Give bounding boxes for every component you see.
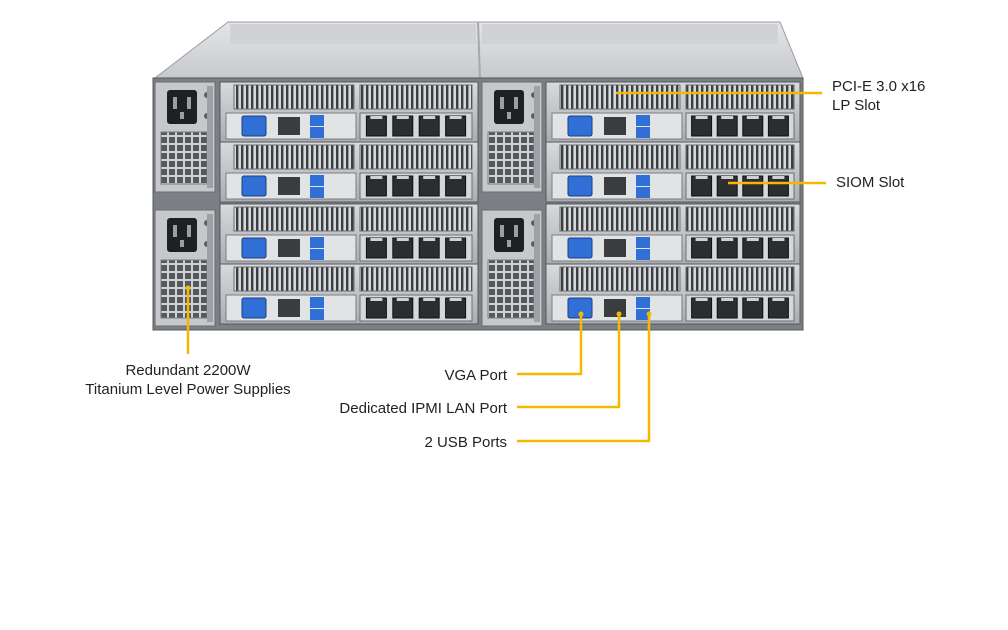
pcie-slot-label-line1: PCI-E 3.0 x16 — [832, 78, 926, 95]
usb-port-icon — [636, 175, 650, 186]
slot-grille — [359, 84, 473, 110]
server-node — [219, 141, 479, 203]
usb-port-icon — [636, 187, 650, 198]
power-supply-unit — [481, 81, 543, 193]
slot-grille — [359, 144, 473, 170]
vga-port-label: VGA Port — [444, 367, 507, 384]
ipmi-lan-port-label: Dedicated IPMI LAN Port — [339, 400, 507, 417]
pcie-lp-slot-grille — [233, 206, 355, 232]
usb-port-icon — [636, 237, 650, 248]
pcie-slot-label-line2: LP Slot — [832, 97, 881, 114]
power-supply-unit — [154, 209, 216, 327]
power-supply-label: Redundant 2200W Titanium Level Power Sup… — [70, 361, 306, 399]
slot-grille — [359, 266, 473, 292]
psu-fan-grille — [160, 131, 208, 185]
usb-port-icon — [636, 115, 650, 126]
slot-grille — [359, 206, 473, 232]
slot-grille — [685, 206, 795, 232]
usb-port-icon — [310, 249, 324, 260]
server-node — [545, 203, 801, 265]
ipmi-lan-port-icon — [278, 299, 300, 317]
ipmi-lan-port-icon — [278, 177, 300, 195]
vga-port-icon — [567, 297, 593, 319]
usb-port-icon — [636, 297, 650, 308]
vga-port-icon — [241, 237, 267, 259]
ipmi-lan-port-icon — [604, 117, 626, 135]
pcie-lp-slot-grille — [233, 266, 355, 292]
ipmi-lan-port-icon — [278, 117, 300, 135]
vga-port-icon — [567, 175, 593, 197]
usb-port-icon — [310, 297, 324, 308]
vga-port-icon — [567, 115, 593, 137]
vga-port-icon — [567, 237, 593, 259]
ipmi-lan-port-icon — [604, 239, 626, 257]
ipmi-lan-port-icon — [604, 299, 626, 317]
ipmi-lan-port-icon — [604, 177, 626, 195]
vga-port-icon — [241, 175, 267, 197]
pcie-lp-slot-grille — [233, 144, 355, 170]
power-supply-label-line2: Titanium Level Power Supplies — [85, 381, 291, 398]
pcie-lp-slot-grille — [559, 266, 681, 292]
usb-port-icon — [636, 249, 650, 260]
pcie-lp-slot-grille — [233, 84, 355, 110]
usb-port-icon — [636, 127, 650, 138]
slot-grille — [685, 84, 795, 110]
usb-port-icon — [310, 187, 324, 198]
pcie-slot-label: PCI-E 3.0 x16 LP Slot — [832, 77, 925, 115]
server-node — [219, 81, 479, 143]
slot-grille — [685, 266, 795, 292]
usb-port-icon — [310, 115, 324, 126]
pcie-lp-slot-grille — [559, 144, 681, 170]
ipmi-lan-port-icon — [278, 239, 300, 257]
server-node — [545, 81, 801, 143]
server-node — [219, 263, 479, 325]
server-node — [545, 141, 801, 203]
power-supply-label-line1: Redundant 2200W — [125, 362, 251, 379]
power-supply-unit — [481, 209, 543, 327]
siom-slot-label: SIOM Slot — [836, 174, 905, 191]
pcie-lp-slot-grille — [559, 206, 681, 232]
usb-port-icon — [636, 309, 650, 320]
server-node — [219, 203, 479, 265]
psu-fan-grille — [487, 259, 535, 319]
psu-fan-grille — [160, 259, 208, 319]
vga-port-icon — [241, 297, 267, 319]
psu-fan-grille — [487, 131, 535, 185]
usb-port-icon — [310, 237, 324, 248]
usb-port-icon — [310, 175, 324, 186]
server-node — [545, 263, 801, 325]
power-supply-unit — [154, 81, 216, 193]
vga-port-icon — [241, 115, 267, 137]
usb-ports-label: 2 USB Ports — [424, 434, 507, 451]
usb-port-icon — [310, 127, 324, 138]
usb-port-icon — [310, 309, 324, 320]
pcie-lp-slot-grille — [559, 84, 681, 110]
slot-grille — [685, 144, 795, 170]
